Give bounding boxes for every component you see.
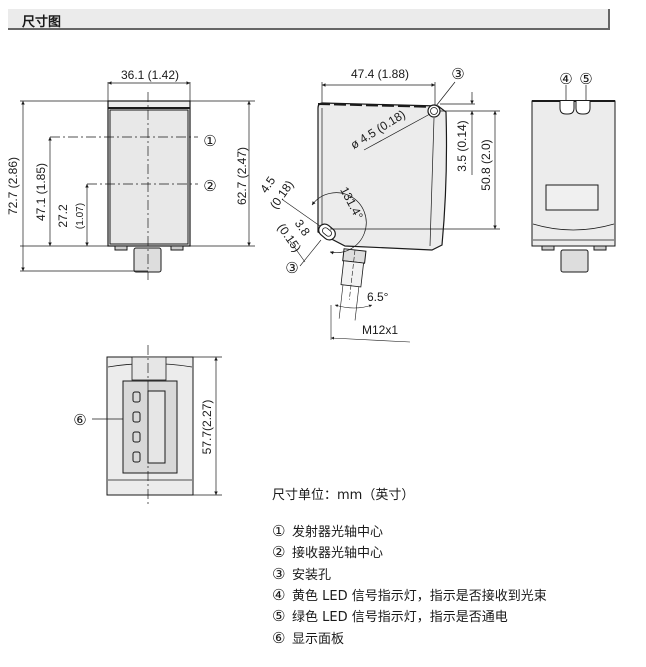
front-axis2-height-dim: 27.2 (56, 204, 70, 228)
legend-item: ⑤ 绿色 LED 信号指示灯，指示是否通电 (272, 606, 508, 625)
front-total-height-dim: 72.7 (2.86) (6, 157, 20, 215)
bottom-view (92, 345, 222, 505)
legend-text: 绿色 LED 信号指示灯，指示是否通电 (292, 610, 508, 625)
callout-5: ⑤ (579, 71, 592, 88)
legend-text: 发射器光轴中心 (292, 525, 384, 540)
front-axis1-height-dim: 47.1 (1.85) (34, 163, 48, 221)
callout-1: ① (203, 133, 216, 150)
hole-spacing-dim: 50.8 (2.0) (479, 139, 493, 190)
callout-4: ④ (559, 71, 572, 88)
callout-3-top: ③ (451, 66, 464, 83)
front-view (20, 81, 255, 280)
legend-item: ③ 安装孔 (272, 564, 331, 583)
back-view (531, 85, 616, 273)
side-depth-dim: 47.4 (1.88) (351, 67, 409, 81)
bottom-height-dim: 57.7(2.27) (200, 400, 214, 455)
connector-angle: 6.5° (367, 290, 389, 304)
callout-3-bottom: ③ (285, 260, 298, 277)
section-title: 尺寸图 (22, 15, 62, 30)
legend-item: ④ 黄色 LED 信号指示灯，指示是否接收到光束 (272, 585, 547, 604)
callout-2: ② (203, 178, 216, 195)
legend-item: ② 接收器光轴中心 (272, 542, 383, 561)
legend-num: ① (272, 522, 286, 540)
legend-text: 显示面板 (292, 632, 345, 647)
side-view (282, 81, 500, 343)
front-body-height-dim: 62.7 (2.47) (235, 147, 249, 205)
connector-thread: M12x1 (362, 323, 398, 337)
legend-num: ④ (272, 586, 286, 604)
unit-note: 尺寸单位：mm（英寸） (272, 488, 415, 503)
legend-text: 黄色 LED 信号指示灯，指示是否接收到光束 (292, 589, 547, 604)
legend-item: ① 发射器光轴中心 (272, 521, 383, 540)
front-width-dim: 36.1 (1.42) (121, 68, 179, 82)
callout-6: ⑥ (73, 412, 86, 429)
legend-item: ⑥ 显示面板 (272, 628, 344, 647)
section-header: 尺寸图 (8, 9, 610, 30)
legend-num: ② (272, 543, 286, 561)
legend-num: ③ (272, 565, 286, 583)
legend-num: ⑥ (272, 629, 286, 647)
front-axis2-height-dim-inch: (1.07) (75, 203, 86, 229)
legend-text: 安装孔 (292, 568, 332, 583)
legend-text: 接收器光轴中心 (292, 546, 384, 561)
hole-offset-dim: 3.5 (0.14) (455, 120, 469, 171)
legend-num: ⑤ (272, 607, 286, 625)
